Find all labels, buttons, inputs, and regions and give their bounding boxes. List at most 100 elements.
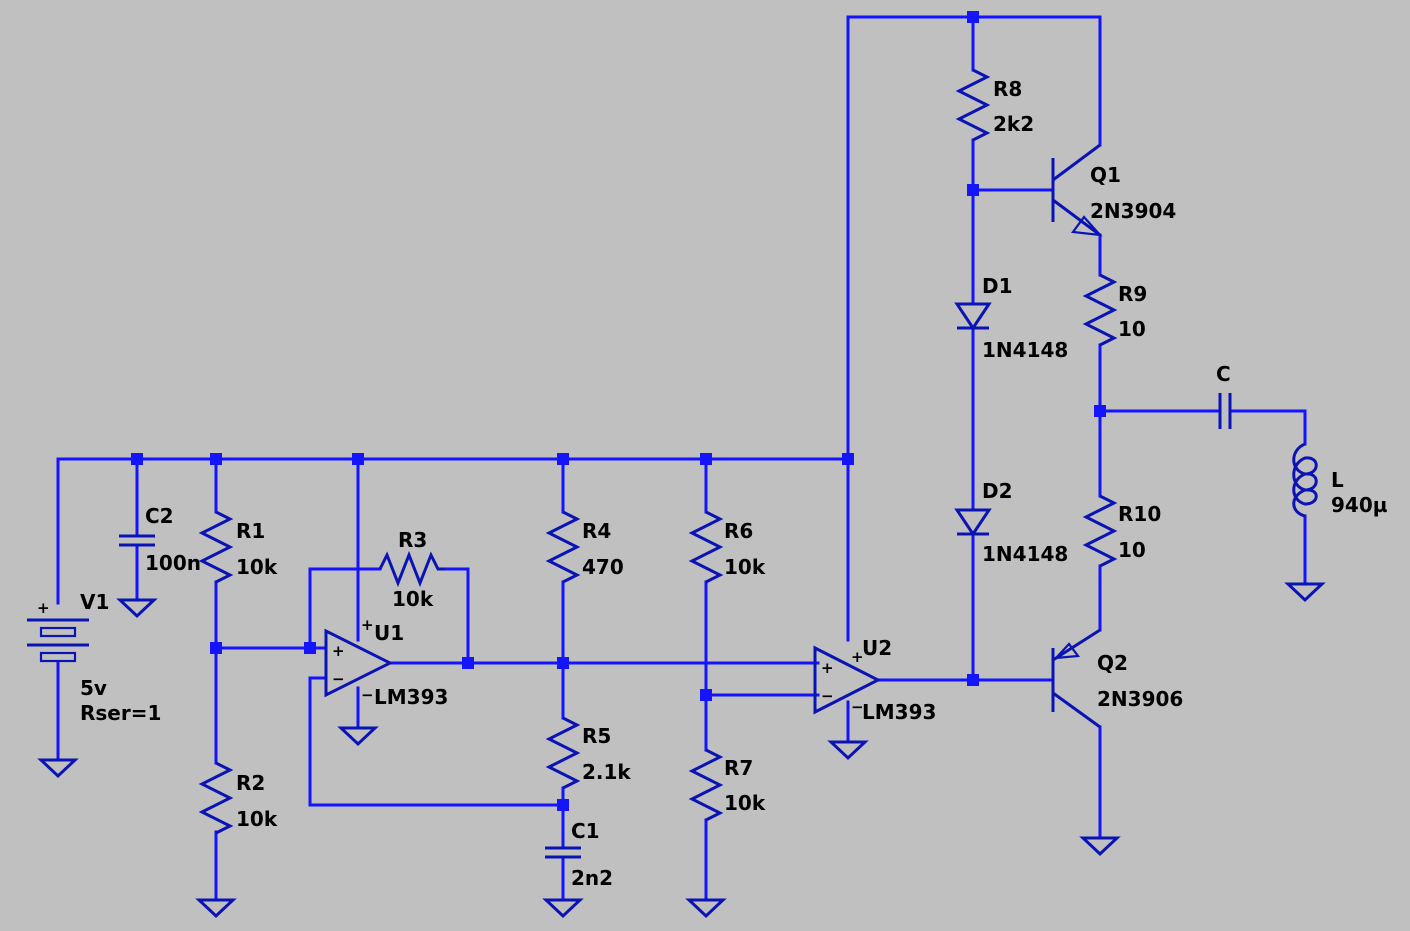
r9-label: R9 [1118,282,1147,306]
c2-value: 100n [145,551,201,575]
r3-value: 10k [392,587,434,611]
r1-label: R1 [236,519,265,543]
wire-r3-right [443,567,470,665]
q1-value: 2N3904 [1090,199,1176,223]
junction-dot [557,799,569,811]
resistor-r6[interactable]: R6 10k [688,510,766,584]
ground-symbol [195,898,237,919]
ground-symbol [827,740,869,761]
battery-cell [39,651,77,663]
transistor-emitter [1052,628,1101,662]
r1-value: 10k [236,555,278,579]
junction-dot [131,453,143,465]
junction-dot [842,453,854,465]
u2-plus-mark: + [821,659,834,677]
u2-value: LM393 [862,700,936,724]
transistor-q1[interactable]: Q1 2N3904 [1051,143,1176,237]
c-label: C [1216,362,1231,386]
ground-symbol [1079,836,1121,857]
junction-dot [967,184,979,196]
d2-value: 1N4148 [982,542,1068,566]
wire-r3-left [308,567,382,650]
resistor-r10[interactable]: R10 10 [1082,494,1161,568]
ground-symbol [116,598,158,619]
r4-value: 470 [582,555,624,579]
resistor-r7[interactable]: R7 10k [688,748,766,822]
r4-label: R4 [582,519,611,543]
v1-label: V1 [80,590,109,614]
ground-symbol [37,758,79,779]
u1-plus-mark: + [332,642,345,660]
diode-d2[interactable]: D2 1N4148 [954,479,1068,566]
junction-dot [210,642,222,654]
r10-label: R10 [1118,502,1161,526]
l-value: 940µ [1331,493,1388,517]
transistor-collector [1052,691,1101,729]
u2-minus-mark: − [821,687,834,705]
grounds [37,582,1326,919]
junctions [131,11,1106,811]
r8-label: R8 [993,77,1022,101]
resistor-zigzag [1082,494,1118,568]
transistor-emitter [1052,198,1101,237]
resistor-r9[interactable]: R9 10 [1082,273,1147,347]
resistor-zigzag [688,510,724,584]
inductor-coil [1292,442,1318,518]
junction-dot [967,11,979,23]
r5-label: R5 [582,724,611,748]
v1-series-resistance: Rser=1 [80,701,161,725]
resistor-zigzag [545,510,581,584]
emitter-arrow [1053,642,1081,660]
r10-value: 10 [1118,538,1146,562]
resistor-zigzag [545,716,581,790]
junction-dot [462,657,474,669]
junction-dot [700,453,712,465]
resistor-zigzag [198,761,234,835]
diode-d1[interactable]: D1 1N4148 [954,274,1068,362]
resistor-r1[interactable]: R1 10k [198,510,278,584]
u1-supply-plus-mark: + [361,616,374,634]
c2-label: C2 [145,504,174,528]
d1-label: D1 [982,274,1013,298]
junction-dot [700,689,712,701]
junction-dot [1094,405,1106,417]
battery-cell [39,626,77,638]
resistor-zigzag [1082,273,1118,347]
capacitor-c2[interactable]: C2 100n [119,504,201,575]
comparator-u1[interactable]: + − + − U1 LM393 [324,616,448,709]
capacitor-c1[interactable]: C1 2n2 [545,819,613,890]
r6-label: R6 [724,519,753,543]
resistor-r5[interactable]: R5 2.1k [545,716,631,790]
r2-value: 10k [236,807,278,831]
inductor-l[interactable]: L 940µ [1292,442,1388,518]
u2-supply-minus-mark: − [851,698,864,716]
comparator-u2[interactable]: + − + − U2 LM393 [813,636,936,724]
r9-value: 10 [1118,317,1146,341]
junction-dot [210,453,222,465]
d2-label: D2 [982,479,1013,503]
battery-plus-mark: + [37,599,50,617]
resistor-zigzag [688,748,724,822]
resistor-r2[interactable]: R2 10k [198,761,278,835]
r3-label: R3 [398,528,427,552]
c1-label: C1 [571,819,600,843]
l-label: L [1331,468,1344,492]
c1-value: 2n2 [571,866,613,890]
u1-minus-mark: − [332,670,345,688]
capacitor-c[interactable]: C [1216,362,1232,429]
resistor-zigzag [198,510,234,584]
u2-label: U2 [862,636,892,660]
resistor-r3[interactable]: R3 10k [378,528,445,611]
ground-symbol [1284,582,1326,603]
transistor-q2[interactable]: Q2 2N3906 [1051,628,1183,729]
r6-value: 10k [724,555,766,579]
resistor-r8[interactable]: R8 2k2 [955,68,1034,142]
r7-value: 10k [724,791,766,815]
junction-dot [557,657,569,669]
u1-supply-minus-mark: − [361,686,374,704]
battery-v1[interactable]: + V1 5v Rser=1 [27,590,161,725]
junction-dot [557,453,569,465]
resistor-r4[interactable]: R4 470 [545,510,624,584]
u2-supply-plus-mark: + [851,648,864,666]
